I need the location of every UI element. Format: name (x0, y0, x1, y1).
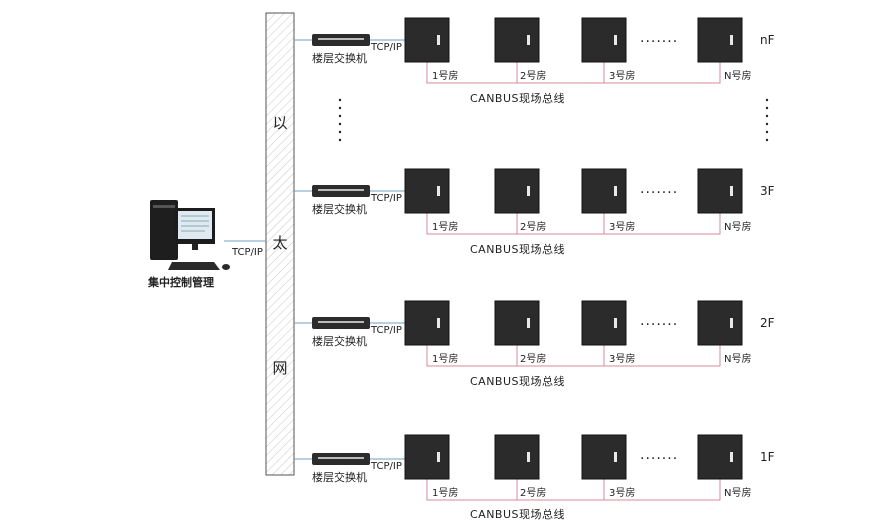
room-label: 1号房 (432, 488, 459, 499)
ethernet-char-2: 太 (272, 234, 288, 252)
room-label: N号房 (724, 222, 752, 233)
room-label: 2号房 (520, 71, 547, 82)
room-label: 3号房 (609, 222, 636, 233)
room-label: 2号房 (520, 354, 547, 365)
room-label: 1号房 (432, 222, 459, 233)
floor-label: nF (760, 33, 775, 47)
switch-label: 楼层交换机 (312, 335, 367, 348)
room-label: 1号房 (432, 71, 459, 82)
vertical-ellipsis-right (765, 98, 769, 142)
switch-link-label: TCP/IP (371, 193, 402, 204)
canbus-label: CANBUS现场总线 (470, 92, 566, 105)
canbus-label: CANBUS现场总线 (470, 375, 566, 388)
floor-label: 1F (760, 450, 775, 464)
ethernet-char-1: 以 (272, 114, 288, 132)
ethernet-char-3: 网 (272, 359, 288, 377)
vertical-ellipsis-left (338, 98, 342, 142)
switch-link-label: TCP/IP (371, 42, 402, 53)
horizontal-ellipsis: ······· (640, 317, 679, 333)
floor-label: 3F (760, 184, 775, 198)
canbus-label: CANBUS现场总线 (470, 243, 566, 256)
central-link-label: TCP/IP (232, 247, 263, 258)
switch-link-label: TCP/IP (371, 325, 402, 336)
room-label: 3号房 (609, 354, 636, 365)
room-label: N号房 (724, 488, 752, 499)
room-label: 2号房 (520, 222, 547, 233)
room-label: 2号房 (520, 488, 547, 499)
central-control-label: 集中控制管理 (148, 276, 214, 289)
room-label: 1号房 (432, 354, 459, 365)
switch-link-label: TCP/IP (371, 461, 402, 472)
horizontal-ellipsis: ······· (640, 185, 679, 201)
canbus-label: CANBUS现场总线 (470, 508, 566, 521)
horizontal-ellipsis: ······· (640, 34, 679, 50)
switch-label: 楼层交换机 (312, 203, 367, 216)
switch-label: 楼层交换机 (312, 52, 367, 65)
room-controller-icons (404, 17, 743, 480)
room-label: 3号房 (609, 488, 636, 499)
room-label: N号房 (724, 71, 752, 82)
horizontal-ellipsis: ······· (640, 451, 679, 467)
switch-label: 楼层交换机 (312, 471, 367, 484)
computer-icon (150, 200, 230, 270)
ethernet-backbone (265, 12, 295, 476)
room-label: N号房 (724, 354, 752, 365)
room-label: 3号房 (609, 71, 636, 82)
switch-icon (312, 34, 370, 465)
canbus-lines (426, 62, 721, 501)
floor-label: 2F (760, 316, 775, 330)
